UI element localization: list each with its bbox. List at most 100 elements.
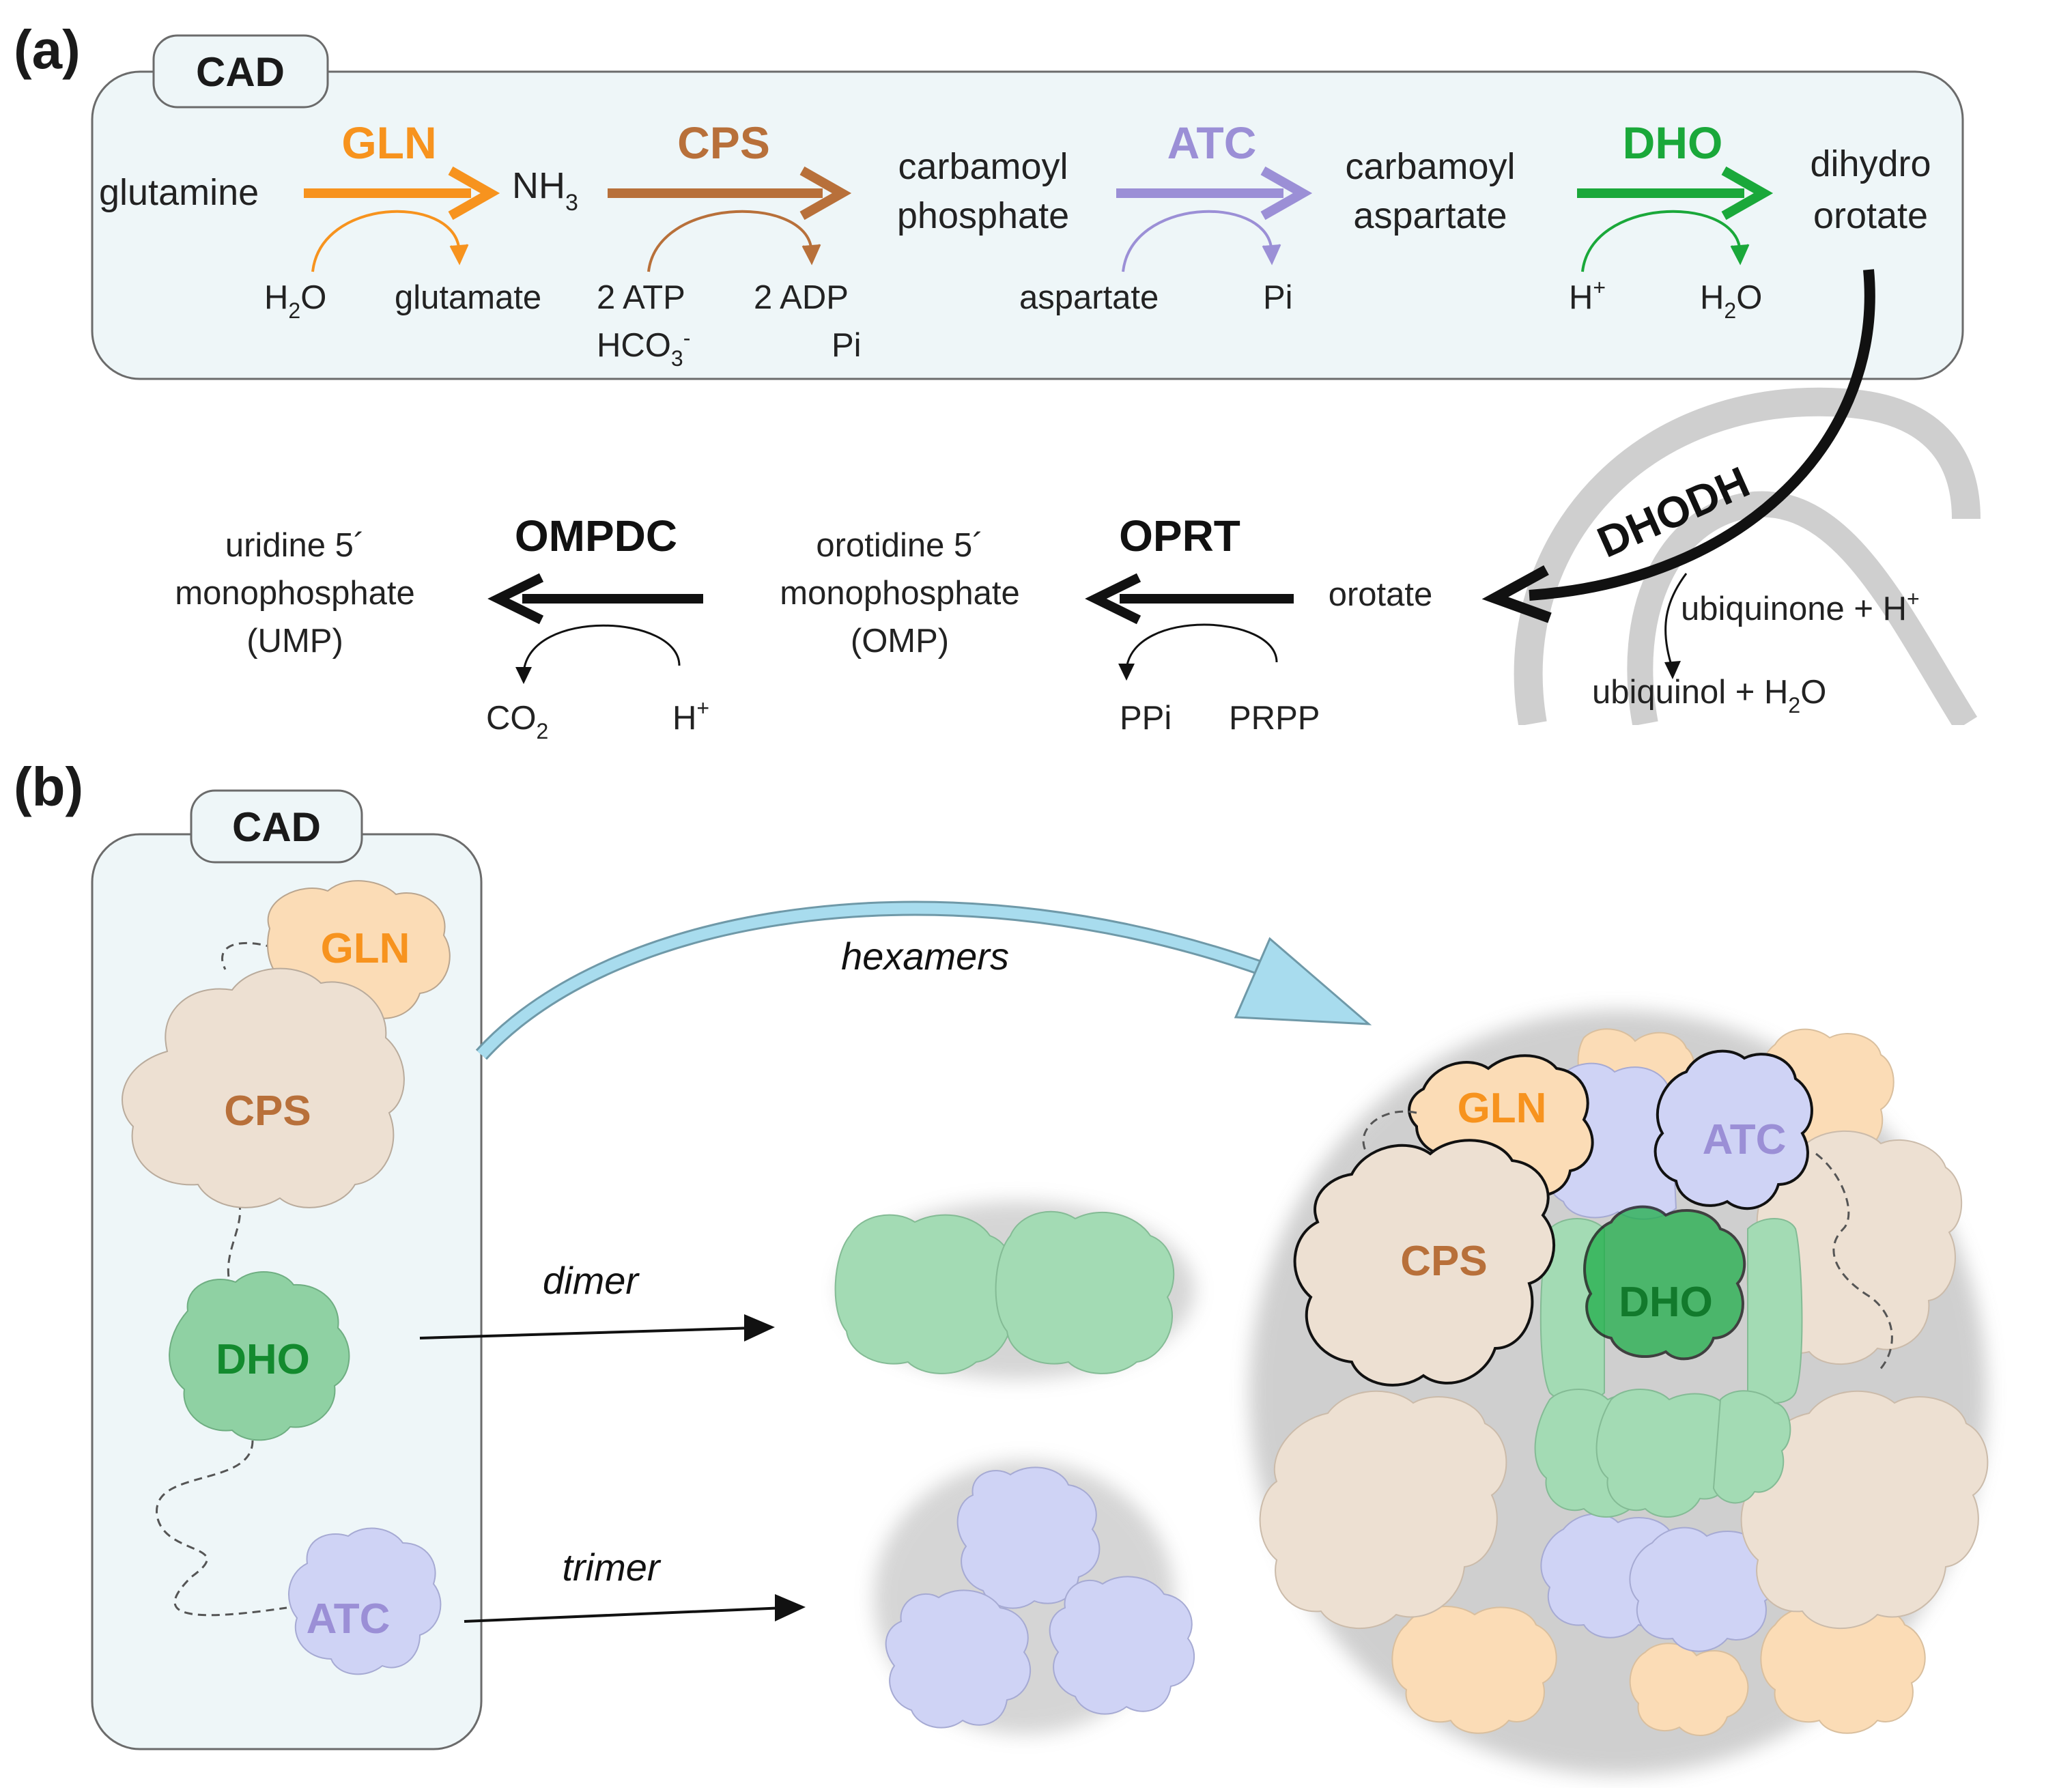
hexamer-atc-label: ATC	[1703, 1116, 1787, 1163]
carbamoyl-aspartate-line1: carbamoyl	[1345, 146, 1515, 187]
hexamer-gln	[1408, 1054, 1594, 1197]
hexamer-gln-label: GLN	[1458, 1085, 1547, 1132]
hexamer-cps-label: CPS	[1400, 1238, 1487, 1285]
ubiquinol-label: ubiquinol + H2O	[1592, 674, 1826, 718]
cad-badge-a-label: CAD	[196, 49, 285, 95]
trimer-arrowhead	[775, 1594, 806, 1621]
hexamer-linker	[1815, 1152, 1893, 1374]
prpp-label: PRPP	[1229, 700, 1320, 737]
hexamer-cps	[1293, 1139, 1555, 1387]
dho-domain	[169, 1271, 350, 1441]
oprt-side-arrowhead	[1118, 664, 1135, 681]
cad-badge-b	[190, 789, 363, 864]
gln-side-arrowhead	[449, 244, 469, 266]
omp-line1: orotidine 5´	[816, 527, 983, 564]
dimer-arrow	[419, 1326, 755, 1339]
ompdc-enzyme-label: OMPDC	[515, 511, 677, 560]
h2o-in-label: H2O	[264, 279, 326, 323]
cad-hexamer: GLN ATC CPS DHO	[1249, 1010, 1989, 1775]
hexamers-arrow-fill	[477, 903, 1286, 1059]
h-plus2-label: H+	[672, 696, 709, 737]
atc-trimer	[874, 1461, 1195, 1734]
cad-badge-a	[152, 34, 329, 109]
ompdc-arrowhead	[487, 573, 544, 625]
linker-dho-atc	[156, 1440, 287, 1617]
dho-domain-label: DHO	[216, 1336, 310, 1383]
ompdc-side-arrow	[522, 624, 681, 673]
pi-atc-label: Pi	[1263, 279, 1293, 316]
atc-side-arrowhead	[1262, 244, 1281, 266]
gln-arrowhead	[448, 166, 500, 221]
ump-line3: (UMP)	[246, 623, 343, 659]
dhodh-side-arrowhead	[1664, 661, 1681, 679]
trimer-arrow	[464, 1606, 786, 1623]
oprt-arrowhead	[1085, 573, 1141, 625]
dhodh-reaction-arrow	[1529, 269, 1875, 601]
dho-enzyme-label: DHO	[1623, 117, 1723, 168]
cps-side-arrowhead	[801, 244, 821, 266]
gln-side-arrow	[311, 210, 460, 272]
atc-domain-label: ATC	[307, 1595, 391, 1643]
cad-badge-b-label: CAD	[232, 804, 321, 850]
atc-arrowhead	[1260, 166, 1313, 221]
hexamer-dho	[1583, 1205, 1746, 1361]
carbamoyl-phosphate-line2: phosphate	[897, 195, 1069, 236]
hexamers-label: hexamers	[841, 935, 1009, 978]
h2o-out-label: H2O	[1700, 279, 1762, 323]
omp-line2: monophosphate	[780, 575, 1019, 612]
dho-arrowhead	[1721, 166, 1774, 221]
pi-cps-label: Pi	[832, 327, 862, 364]
cad-box-a	[91, 70, 1964, 380]
dho-dimer	[834, 1202, 1195, 1379]
atc-domain	[288, 1527, 442, 1675]
hexamer-dho-label: DHO	[1619, 1279, 1713, 1326]
trimer-label: trimer	[562, 1546, 661, 1589]
gln-enzyme-label: GLN	[341, 117, 436, 168]
aspartate-label: aspartate	[1019, 279, 1159, 316]
dho-side-arrowhead	[1730, 244, 1750, 266]
ump-line2: monophosphate	[175, 575, 414, 612]
orotate-label: orotate	[1329, 576, 1433, 613]
oprt-enzyme-label: OPRT	[1119, 511, 1240, 560]
dho-side-arrow	[1581, 210, 1741, 272]
dihydroorotate-line2: orotate	[1813, 195, 1928, 236]
glutamate-label: glutamate	[395, 279, 541, 316]
atp-label: 2 ATP	[597, 279, 685, 316]
oprt-side-arrow	[1125, 623, 1278, 670]
glutamine-label: glutamine	[99, 172, 259, 213]
dihydroorotate-line1: dihydro	[1810, 143, 1931, 184]
panel-b: (b) CAD GLN CPS DHO ATC hexamers dimer t…	[14, 756, 1989, 1775]
adp-label: 2 ADP	[754, 279, 849, 316]
cps-domain-label: CPS	[224, 1088, 311, 1135]
dimer-arrowhead	[744, 1314, 775, 1342]
co2-label: CO2	[486, 700, 548, 743]
hexamers-arrow	[475, 900, 1286, 1060]
cps-enzyme-label: CPS	[677, 117, 770, 168]
hco3-label: HCO3-	[597, 326, 690, 371]
ump-line1: uridine 5´	[225, 527, 365, 564]
ubiquinone-label: ubiquinone + H+	[1681, 586, 1920, 627]
omp-line3: (OMP)	[851, 623, 949, 659]
carbamoyl-aspartate-line2: aspartate	[1353, 195, 1507, 236]
carbamoyl-phosphate-line1: carbamoyl	[898, 146, 1068, 187]
mitochondrion-sketch	[1502, 387, 1981, 752]
hexamer-atc	[1654, 1049, 1813, 1210]
panel-a-label: (a)	[14, 19, 81, 80]
ppi-label: PPi	[1120, 700, 1172, 737]
linker-cps-dho	[227, 1201, 241, 1291]
nh3-label: NH3	[512, 165, 578, 216]
atc-side-arrow	[1122, 210, 1273, 272]
cps-side-arrow	[647, 210, 812, 272]
cps-domain	[122, 967, 405, 1208]
panel-a: (a) CAD glutamine GLN NH3 CPS carbamoyl …	[14, 19, 1981, 752]
hexamer-linker-left	[1362, 1110, 1417, 1151]
gln-domain-label: GLN	[321, 925, 410, 972]
dhodh-side-arrow	[1664, 573, 1688, 670]
dimer-label: dimer	[543, 1259, 640, 1302]
h-plus-label: H+	[1569, 275, 1606, 316]
cps-arrowhead	[799, 166, 852, 221]
atc-enzyme-label: ATC	[1167, 117, 1257, 168]
panel-b-label: (b)	[14, 756, 83, 817]
dhodh-arrowhead	[1481, 565, 1552, 623]
